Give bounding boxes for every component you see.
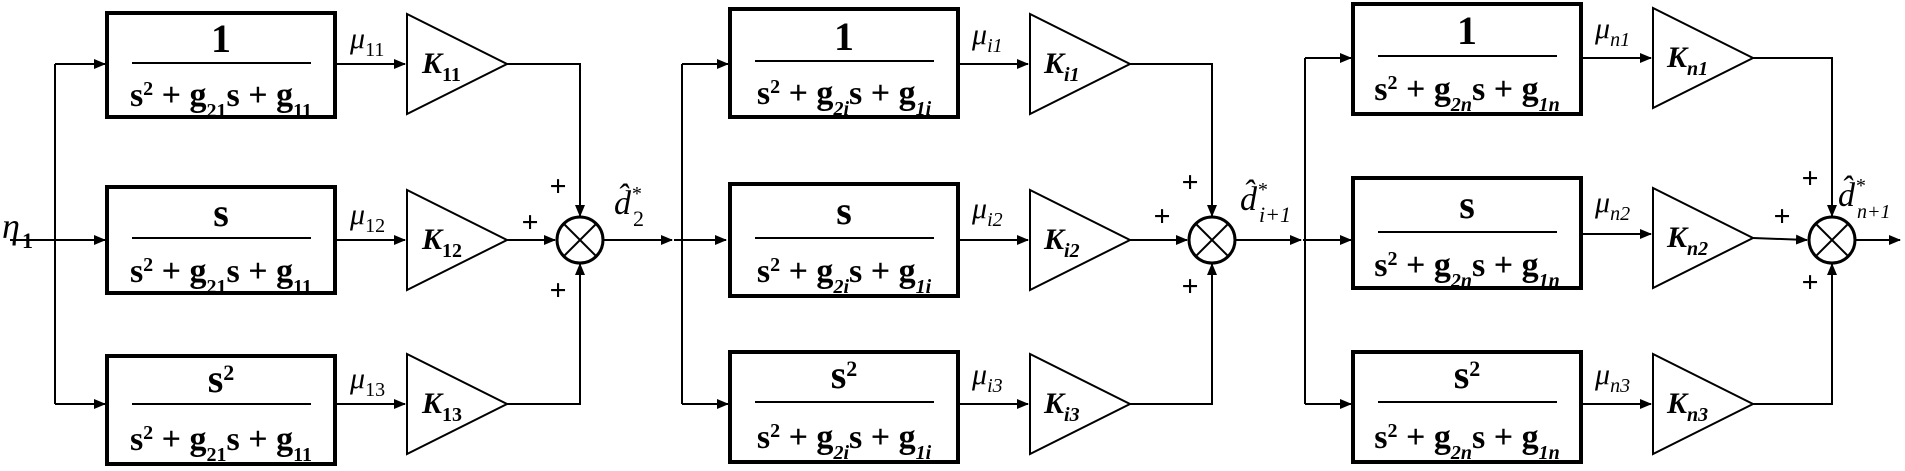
mu-label: μn3 bbox=[1594, 358, 1630, 397]
tf-denominator: s2 + g2ns + g1n bbox=[1374, 71, 1559, 116]
tf-denominator: s2 + g2is + g1i bbox=[757, 419, 932, 464]
tf-numerator: s bbox=[213, 190, 229, 235]
gain-label: Kn2 bbox=[1666, 221, 1708, 260]
mu-label: μi1 bbox=[971, 18, 1003, 57]
gain-amplifier bbox=[1029, 188, 1133, 292]
sign-label: + bbox=[1773, 200, 1790, 233]
input-signal-label: η 1 bbox=[2, 206, 33, 253]
mu-label: μ11 bbox=[349, 22, 384, 61]
tf-denominator: s2 + g21s + g11 bbox=[130, 421, 312, 466]
transfer-function-block bbox=[728, 7, 960, 119]
stage-n: 1 s2 + g2ns + g1n μn1 Kn1 s s2 + g2ns + … bbox=[1303, 2, 1901, 464]
tf-numerator: 1 bbox=[1457, 8, 1477, 53]
gain-amplifier bbox=[406, 188, 510, 292]
sign-label: + bbox=[521, 206, 538, 239]
sign-label: + bbox=[1801, 162, 1818, 195]
signal-line bbox=[507, 63, 585, 217]
mu-label: μ13 bbox=[349, 362, 385, 401]
tf-denominator: s2 + g2ns + g1n bbox=[1374, 247, 1559, 292]
tf-denominator: s2 + g2ns + g1n bbox=[1374, 419, 1559, 464]
sign-label: + bbox=[549, 170, 566, 203]
gain-label: K11 bbox=[421, 47, 461, 86]
transfer-function-block bbox=[728, 182, 960, 298]
summing-junction bbox=[1807, 215, 1857, 265]
gain-amplifier bbox=[1652, 352, 1756, 456]
gain-amplifier bbox=[406, 352, 510, 456]
sign-label: + bbox=[549, 274, 566, 307]
transfer-function-block bbox=[105, 11, 337, 119]
stage-1: 1 s2 + g21s + g11 μ11 K11 s s2 + g21s + … bbox=[10, 11, 673, 466]
tf-numerator: 1 bbox=[834, 14, 854, 59]
mu-label: μi3 bbox=[971, 358, 1003, 397]
gain-amplifier bbox=[1652, 186, 1756, 290]
sign-label: + bbox=[1181, 270, 1198, 303]
signal-line bbox=[1753, 57, 1837, 217]
gain-label: K13 bbox=[421, 387, 462, 426]
gain-label: Ki1 bbox=[1043, 47, 1080, 86]
tf-numerator: s2 bbox=[831, 352, 858, 397]
tf-denominator: s2 + g2is + g1i bbox=[757, 75, 932, 120]
sign-label: + bbox=[1181, 166, 1198, 199]
summing-junction bbox=[1187, 215, 1237, 265]
output-label: d̂*2 bbox=[614, 183, 644, 231]
sign-label: + bbox=[1153, 200, 1170, 233]
gain-label: Kn1 bbox=[1666, 41, 1708, 80]
signal-line bbox=[507, 263, 585, 405]
mu-label: μn1 bbox=[1594, 12, 1630, 51]
gain-label: K12 bbox=[421, 223, 462, 262]
mu-label: μ12 bbox=[349, 198, 385, 237]
summing-junction bbox=[555, 215, 605, 265]
gain-label: Ki3 bbox=[1043, 387, 1080, 426]
tf-numerator: s2 bbox=[1454, 352, 1481, 397]
transfer-function-block bbox=[1351, 2, 1583, 116]
tf-numerator: s bbox=[1459, 182, 1475, 227]
tf-numerator: s bbox=[836, 188, 852, 233]
output-label: d̂*n+1 bbox=[1838, 175, 1891, 223]
svg-text:η: η bbox=[2, 206, 20, 246]
gain-amplifier bbox=[1652, 6, 1756, 110]
transfer-function-block bbox=[728, 350, 960, 464]
tf-denominator: s2 + g21s + g11 bbox=[130, 253, 312, 298]
signal-line bbox=[1130, 263, 1217, 405]
tf-denominator: s2 + g21s + g11 bbox=[130, 77, 312, 122]
signal-line bbox=[1752, 234, 1808, 245]
stage-i: 1 s2 + g2is + g1i μi1 Ki1 s s2 + g2is + … bbox=[674, 7, 1302, 464]
gain-amplifier bbox=[1029, 352, 1133, 456]
gain-amplifier bbox=[406, 12, 510, 116]
gain-label: Ki2 bbox=[1043, 223, 1080, 262]
signal-line bbox=[1130, 63, 1217, 217]
output-label: d̂*i+1 bbox=[1240, 179, 1291, 227]
gain-label: Kn3 bbox=[1666, 387, 1708, 426]
tf-numerator: s2 bbox=[208, 356, 235, 401]
tf-numerator: 1 bbox=[211, 16, 231, 61]
signal-line bbox=[1753, 263, 1837, 405]
mu-label: μi2 bbox=[971, 192, 1003, 231]
tf-denominator: s2 + g2is + g1i bbox=[757, 253, 932, 298]
gain-amplifier bbox=[1029, 12, 1133, 116]
mu-label: μn2 bbox=[1594, 186, 1630, 225]
sign-label: + bbox=[1801, 266, 1818, 299]
transfer-function-block bbox=[1351, 350, 1583, 464]
transfer-function-block bbox=[105, 354, 337, 466]
